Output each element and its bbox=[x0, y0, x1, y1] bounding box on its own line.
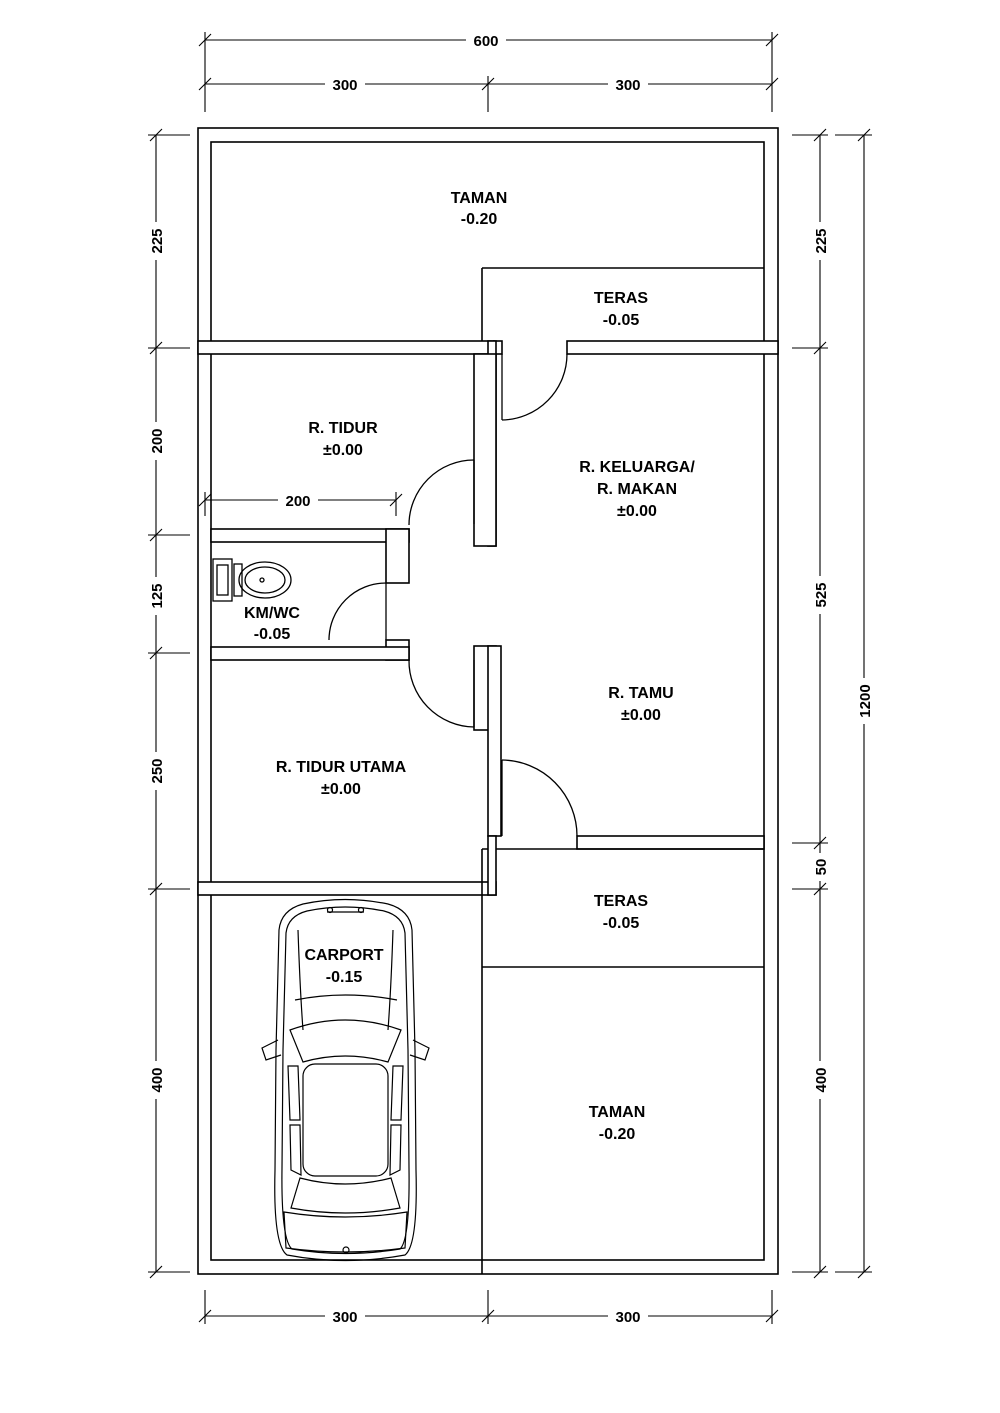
dim-right-400: 400 bbox=[813, 1067, 830, 1092]
dim-left-225: 225 bbox=[149, 228, 166, 253]
room-keluarga-level: ±0.00 bbox=[617, 503, 657, 520]
sink-icon bbox=[212, 558, 233, 602]
room-keluarga-name2: R. MAKAN bbox=[597, 481, 677, 498]
room-taman-bottom-level: -0.20 bbox=[599, 1126, 636, 1143]
dim-right-50: 50 bbox=[813, 859, 830, 876]
room-taman-top-level: -0.20 bbox=[461, 211, 498, 228]
room-teras-top-level: -0.05 bbox=[603, 312, 640, 329]
outer-wall bbox=[197, 127, 779, 1275]
room-r-tidur-name: R. TIDUR bbox=[308, 420, 378, 437]
room-teras-bottom-level: -0.05 bbox=[603, 915, 640, 932]
room-r-tamu-level: ±0.00 bbox=[621, 707, 661, 724]
dim-bottom-right: 300 bbox=[615, 1309, 640, 1326]
room-labels: TAMAN -0.20 TERAS -0.05 R. TIDUR ±0.00 R… bbox=[244, 190, 695, 1143]
room-teras-top-name: TERAS bbox=[594, 290, 649, 307]
room-tidur-utama-level: ±0.00 bbox=[321, 781, 361, 798]
room-carport-level: -0.15 bbox=[326, 969, 363, 986]
dimension-labels: 600 300 300 300 300 200 225 200 125 250 … bbox=[147, 31, 874, 1326]
walls bbox=[197, 127, 779, 1275]
room-kmwc-name: KM/WC bbox=[244, 605, 300, 622]
room-kmwc-level: -0.05 bbox=[254, 626, 291, 643]
room-tidur-utama-name: R. TIDUR UTAMA bbox=[276, 759, 407, 776]
room-r-tidur-level: ±0.00 bbox=[323, 442, 363, 459]
dim-inner-200: 200 bbox=[285, 493, 310, 510]
room-teras-bottom-name: TERAS bbox=[594, 893, 649, 910]
dim-left-200: 200 bbox=[149, 428, 166, 453]
dim-bottom-left: 300 bbox=[332, 1309, 357, 1326]
room-taman-top-name: TAMAN bbox=[451, 190, 508, 207]
toilet-tank-icon bbox=[233, 563, 243, 597]
dim-left-250: 250 bbox=[149, 758, 166, 783]
toilet-fixtures bbox=[212, 558, 292, 602]
toilet-bowl-icon bbox=[238, 561, 292, 599]
dim-right-225: 225 bbox=[813, 228, 830, 253]
dim-top-total: 600 bbox=[473, 33, 498, 50]
car-icon bbox=[261, 898, 430, 1262]
room-carport-name: CARPORT bbox=[304, 947, 383, 964]
dim-left-125: 125 bbox=[149, 583, 166, 608]
dim-top-left: 300 bbox=[332, 77, 357, 94]
dimension-lines bbox=[148, 32, 872, 1324]
dim-right-total: 1200 bbox=[857, 684, 874, 717]
dim-left-400: 400 bbox=[149, 1067, 166, 1092]
room-keluarga-name1: R. KELUARGA/ bbox=[579, 459, 695, 476]
inner-wall-line bbox=[210, 141, 765, 1261]
dim-top-right: 300 bbox=[615, 77, 640, 94]
room-taman-bottom-name: TAMAN bbox=[589, 1104, 646, 1121]
dim-right-525: 525 bbox=[813, 582, 830, 607]
room-r-tamu-name: R. TAMU bbox=[608, 685, 673, 702]
doors bbox=[328, 353, 578, 837]
